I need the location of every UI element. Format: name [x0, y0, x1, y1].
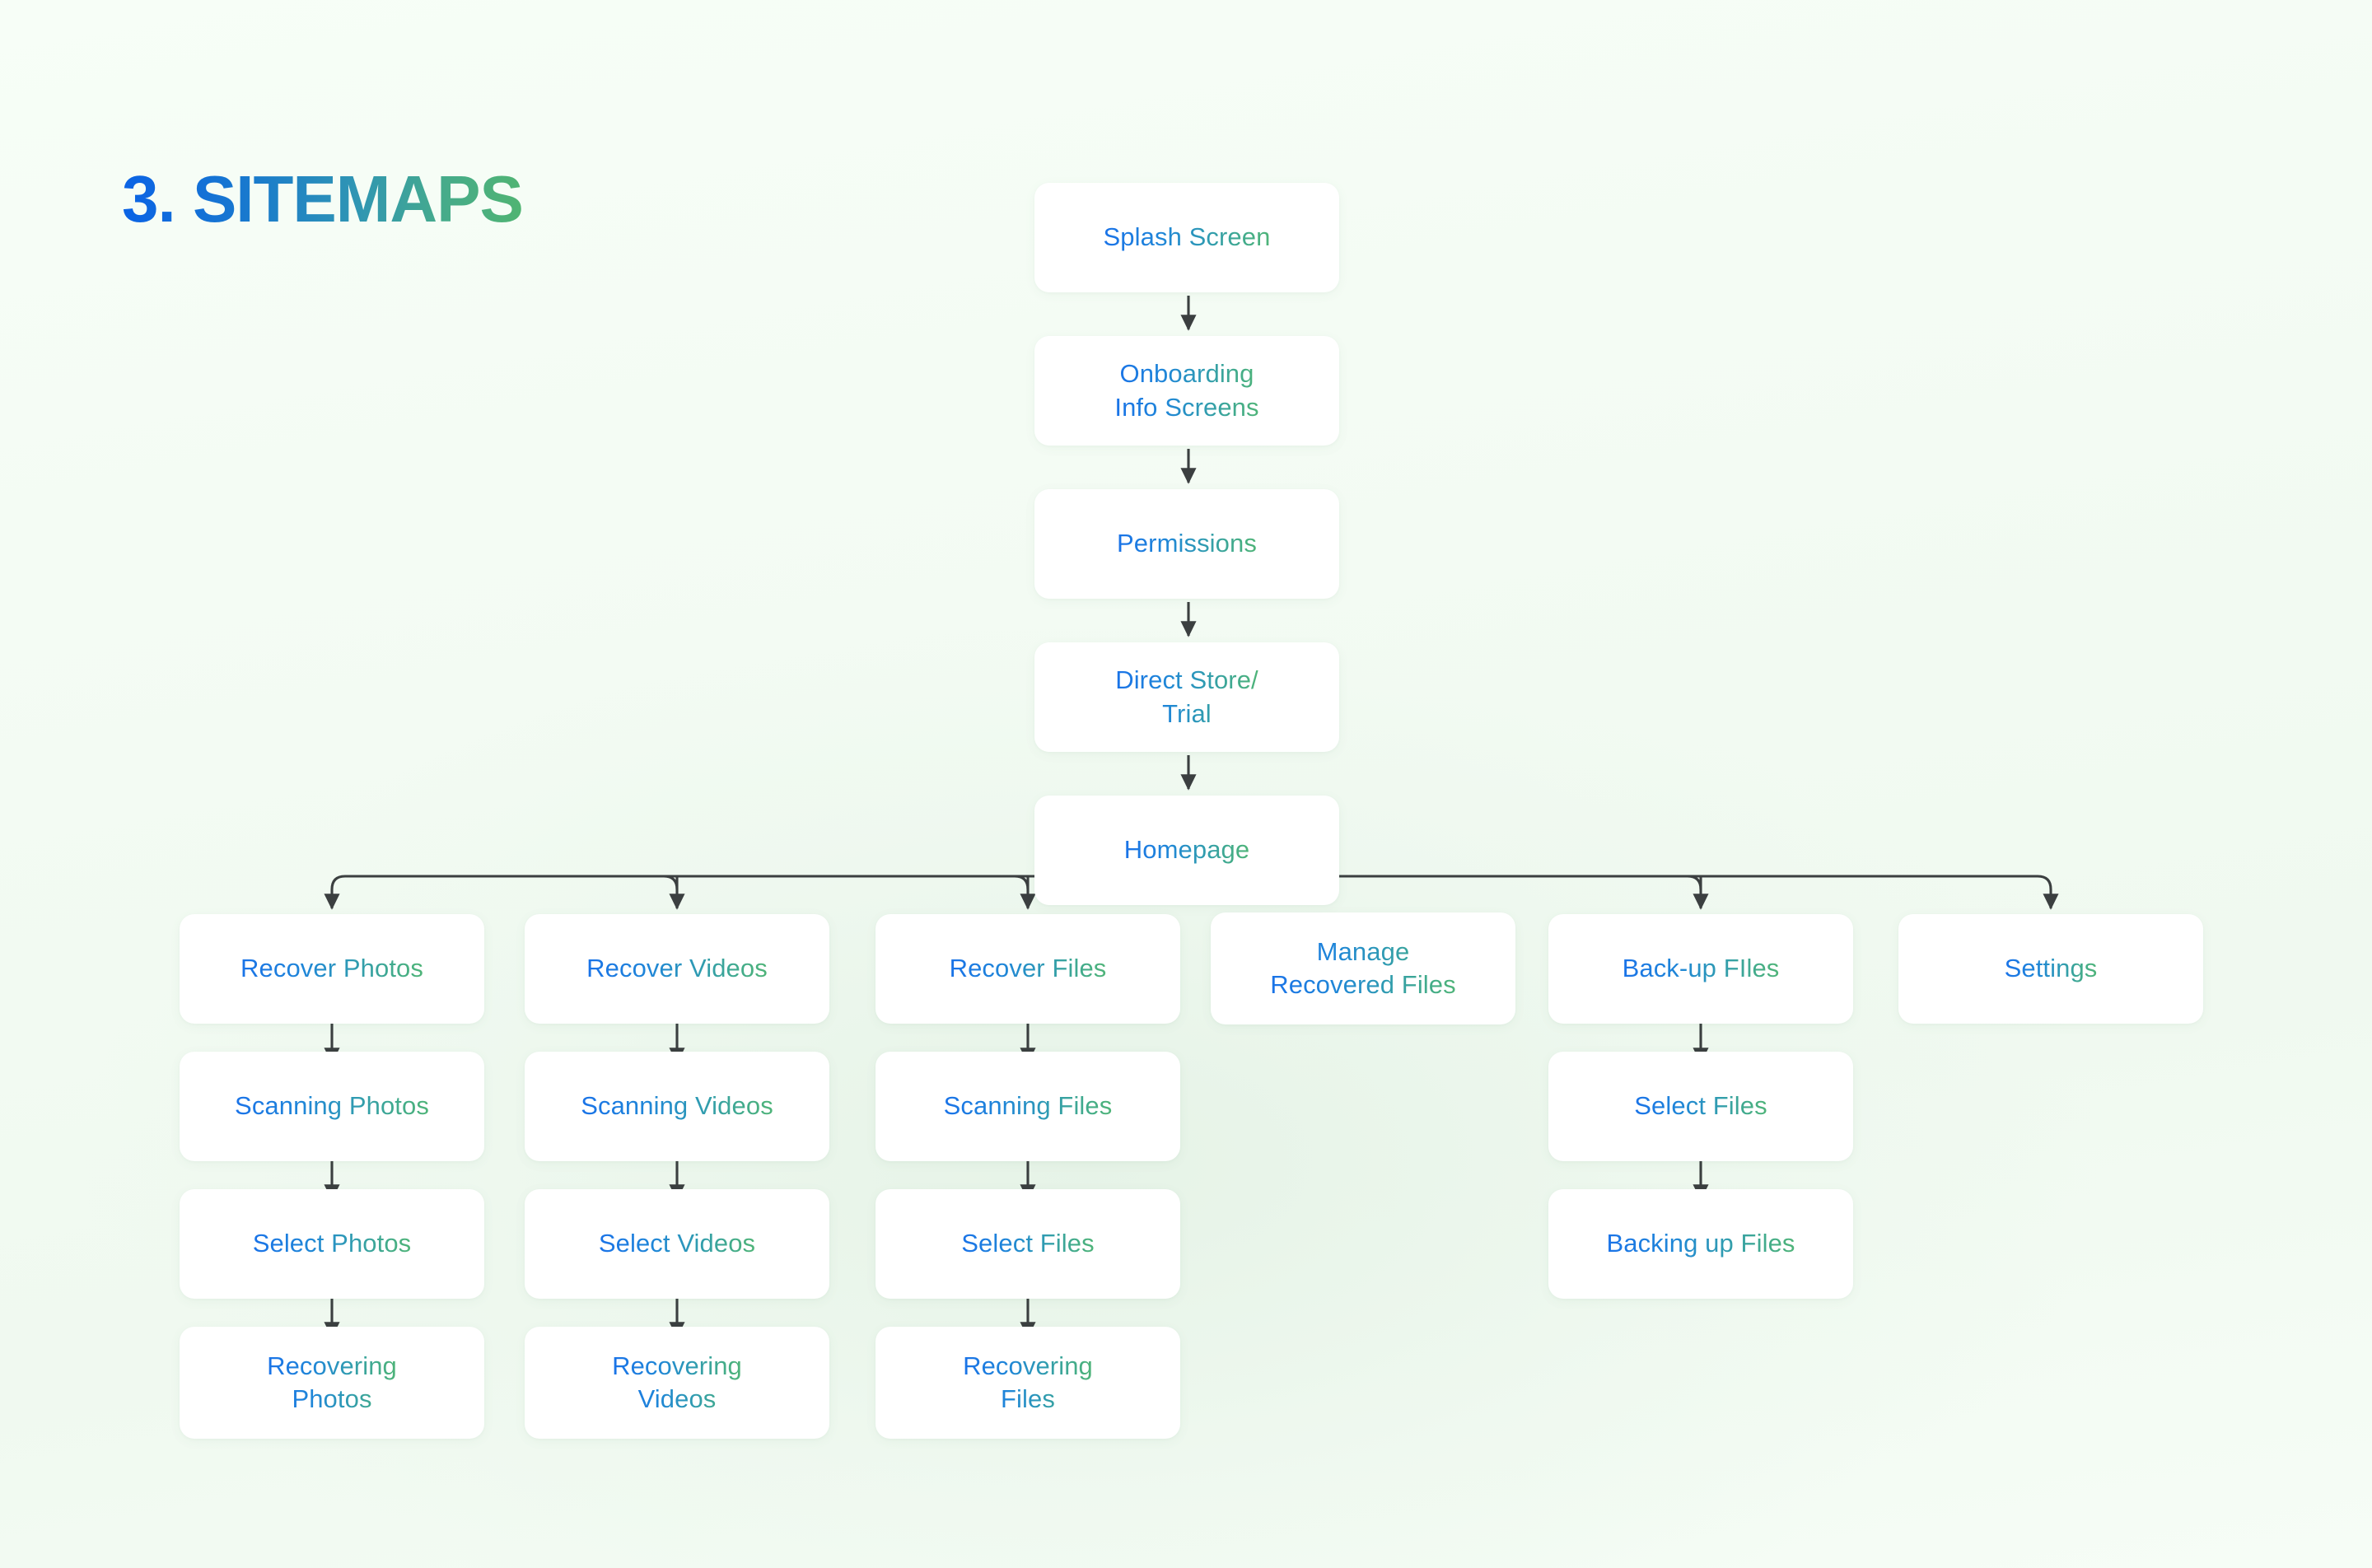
node-manage-recovered-files[interactable]: Manage Recovered Files: [1211, 912, 1515, 1024]
node-label: Select Files: [961, 1227, 1094, 1260]
node-label: Settings: [2005, 952, 2098, 985]
node-label: Scanning Photos: [235, 1090, 429, 1122]
node-label: Back-up FIles: [1623, 952, 1780, 985]
node-scanning-files[interactable]: Scanning Files: [875, 1052, 1180, 1161]
node-label: Direct Store/ Trial: [1115, 664, 1258, 730]
node-label: Select Files: [1634, 1090, 1767, 1122]
node-label: Recovering Photos: [267, 1350, 397, 1416]
node-onboarding-info-screens[interactable]: Onboarding Info Screens: [1034, 336, 1339, 446]
node-splash-screen[interactable]: Splash Screen: [1034, 183, 1339, 292]
node-homepage[interactable]: Homepage: [1034, 796, 1339, 905]
node-recover-photos[interactable]: Recover Photos: [180, 914, 484, 1024]
node-label: Scanning Videos: [581, 1090, 773, 1122]
node-label: Recover Photos: [240, 952, 423, 985]
node-select-photos[interactable]: Select Photos: [180, 1189, 484, 1299]
node-scanning-videos[interactable]: Scanning Videos: [525, 1052, 829, 1161]
node-permissions[interactable]: Permissions: [1034, 489, 1339, 599]
node-label: Backing up Files: [1606, 1227, 1795, 1260]
node-label: Manage Recovered Files: [1270, 936, 1455, 1002]
node-direct-store-trial[interactable]: Direct Store/ Trial: [1034, 642, 1339, 752]
node-label: Select Photos: [253, 1227, 412, 1260]
node-label: Scanning Files: [944, 1090, 1113, 1122]
page-title: 3. SITEMAPS: [122, 162, 524, 236]
node-select-files[interactable]: Select Files: [875, 1189, 1180, 1299]
node-label: Recover Files: [950, 952, 1107, 985]
node-label: Onboarding Info Screens: [1114, 357, 1258, 424]
node-label: Permissions: [1117, 527, 1257, 560]
node-select-videos[interactable]: Select Videos: [525, 1189, 829, 1299]
node-recovering-photos[interactable]: Recovering Photos: [180, 1327, 484, 1439]
node-recover-files[interactable]: Recover Files: [875, 914, 1180, 1024]
node-recover-videos[interactable]: Recover Videos: [525, 914, 829, 1024]
node-label: Recover Videos: [586, 952, 768, 985]
node-settings[interactable]: Settings: [1898, 914, 2203, 1024]
node-backup-select-files[interactable]: Select Files: [1548, 1052, 1853, 1161]
node-backing-up-files[interactable]: Backing up Files: [1548, 1189, 1853, 1299]
node-recovering-videos[interactable]: Recovering Videos: [525, 1327, 829, 1439]
node-back-up-files[interactable]: Back-up FIles: [1548, 914, 1853, 1024]
node-label: Select Videos: [599, 1227, 755, 1260]
node-label: Splash Screen: [1104, 221, 1271, 254]
node-label: Homepage: [1124, 833, 1249, 866]
node-label: Recovering Files: [963, 1350, 1093, 1416]
node-label: Recovering Videos: [612, 1350, 742, 1416]
node-recovering-files[interactable]: Recovering Files: [875, 1327, 1180, 1439]
node-scanning-photos[interactable]: Scanning Photos: [180, 1052, 484, 1161]
